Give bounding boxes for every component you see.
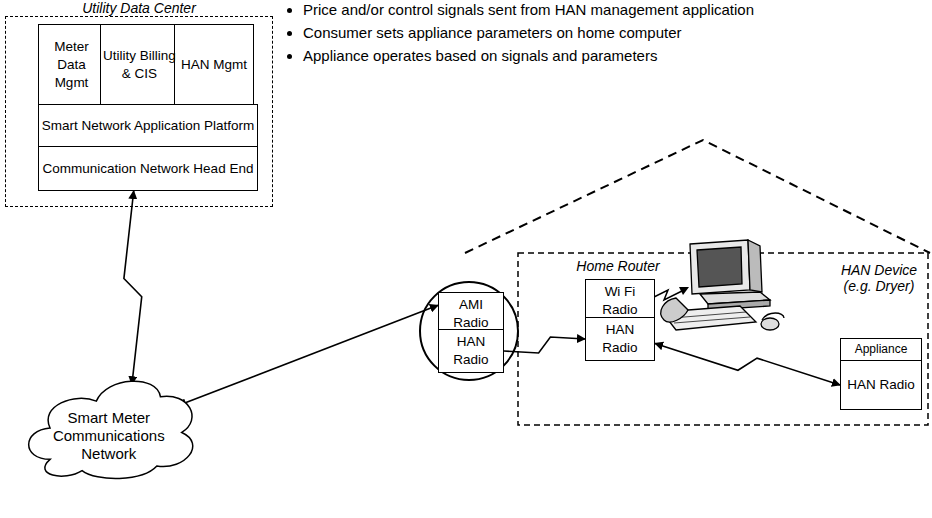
network-link [124, 191, 142, 384]
component-box: HAN Mgmt [174, 24, 254, 105]
wifi-arrowhead [679, 287, 689, 295]
device-group: Wi Fi RadioHAN Radio Home Router [572, 258, 664, 358]
computer-illustration [661, 240, 784, 330]
group-heading: Smart Meter Communications Network [45, 406, 173, 467]
house-roof [465, 140, 930, 253]
box-label: Appliance [855, 342, 908, 357]
cloud-shape [29, 381, 193, 478]
wifi-link [652, 290, 684, 300]
bullet-note: Price and/or control signals sent from H… [303, 0, 932, 20]
device-group: ApplianceHAN Radio HAN Device (e.g. Dryer… [830, 262, 928, 412]
network-link [178, 305, 438, 405]
component-box: Wi Fi Radio [585, 279, 655, 323]
box-label: HAN Radio [847, 376, 915, 394]
box-label: Utility Billing & CIS [103, 47, 176, 83]
group-heading: HAN Device (e.g. Dryer) [830, 262, 928, 294]
component-box: HAN Radio [438, 329, 504, 373]
bullet-note: Consumer sets appliance parameters on ho… [303, 23, 932, 43]
wireless-link [655, 343, 840, 385]
network-cloud: Smart Meter Communications Network [18, 372, 196, 484]
component-box: Appliance [840, 338, 922, 361]
smart-meter-circle [420, 282, 518, 380]
bullet-note: Appliance operates based on signals and … [303, 46, 932, 66]
component-box: Meter Data Mgmt [38, 24, 105, 105]
component-box: Utility Billing & CIS [100, 24, 179, 105]
box-label: HAN Radio [441, 333, 501, 369]
component-box: HAN Radio [840, 360, 922, 410]
box-label: HAN Mgmt [181, 56, 247, 74]
box-label: Communication Network Head End [43, 160, 254, 178]
component-box: Smart Network Application Platform [38, 104, 258, 147]
box-label: Wi Fi Radio [588, 283, 652, 319]
data-center-group: Meter Data MgmtUtility Billing & CIS HAN … [5, 0, 273, 207]
component-box: AMI Radio [438, 292, 504, 336]
box-label: Smart Network Application Platform [42, 117, 254, 135]
box-label: AMI Radio [441, 296, 501, 332]
box-label: Meter Data Mgmt [41, 38, 102, 92]
bullet-list: Price and/or control signals sent from H… [283, 0, 932, 69]
component-box: Communication Network Head End [38, 146, 258, 191]
box-label: HAN Radio [588, 321, 652, 357]
wireless-link [504, 337, 585, 353]
component-box: HAN Radio [585, 317, 655, 361]
group-heading: Home Router [572, 258, 664, 274]
group-heading: Utility Data Center [5, 0, 273, 16]
